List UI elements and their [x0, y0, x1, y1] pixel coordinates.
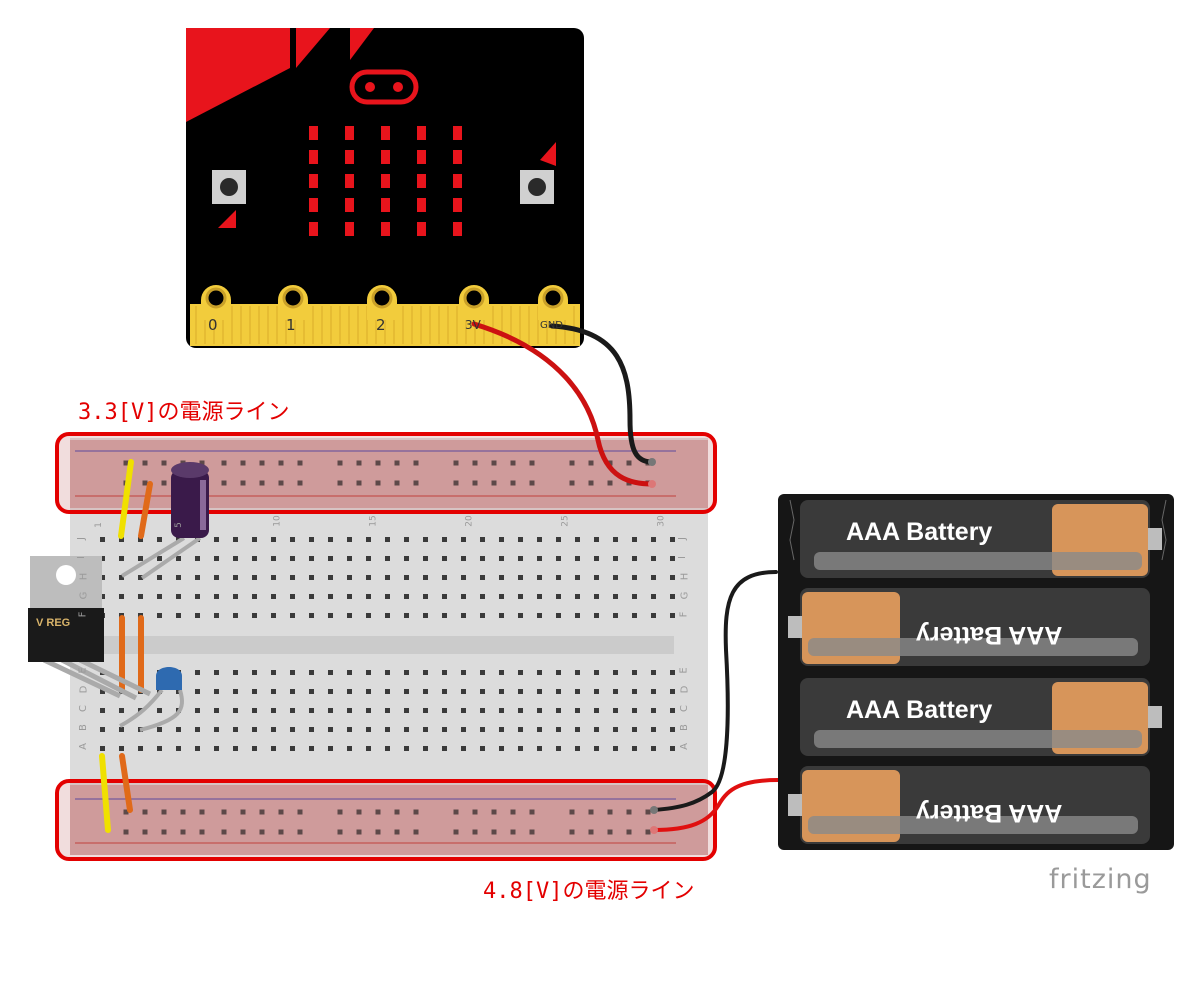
- pin-hole: [282, 287, 304, 309]
- led: [309, 174, 318, 188]
- wire-battery-positive: [652, 778, 780, 832]
- led: [381, 126, 390, 140]
- row-letter-g-left: G: [78, 591, 90, 600]
- led: [309, 126, 318, 140]
- regulator-label: V REG: [36, 617, 71, 629]
- battery-cell: [788, 766, 1150, 844]
- led: [417, 222, 426, 236]
- led: [309, 150, 318, 164]
- jumper-orange-bottom: [119, 753, 133, 813]
- center-channel: [90, 636, 674, 654]
- led: [453, 174, 462, 188]
- led: [381, 198, 390, 212]
- row-letter-a-right: A: [678, 743, 690, 750]
- row-letter-g-right: G: [679, 591, 691, 600]
- led: [417, 126, 426, 140]
- jumper-yellow-top: [118, 459, 134, 539]
- column-number-20: 20: [464, 515, 475, 527]
- led-matrix: [309, 126, 462, 236]
- pin-label-0: 0: [208, 316, 218, 334]
- led: [345, 198, 354, 212]
- led: [381, 150, 390, 164]
- row-letter-a-left: A: [77, 743, 89, 750]
- led: [417, 150, 426, 164]
- led: [345, 126, 354, 140]
- row-letter-c-left: C: [77, 705, 89, 712]
- pin-hole: [371, 287, 393, 309]
- column-number-5: 5: [173, 522, 184, 528]
- led: [309, 222, 318, 236]
- ceramic-capacitor: [119, 667, 184, 732]
- highlight-3v3-rail: [55, 432, 717, 514]
- row-letter-j-right: J: [676, 537, 688, 540]
- wire-gnd-to-rail: [549, 323, 655, 465]
- column-number-15: 15: [368, 515, 379, 527]
- battery-cell-label-4: AAA Battery: [916, 799, 1063, 827]
- row-letter-j-left: J: [75, 537, 87, 540]
- row-letter-f-right: F: [678, 611, 690, 618]
- column-number-25: 25: [560, 515, 571, 527]
- wire-3v-to-rail: [471, 321, 655, 487]
- pin-pads: [201, 285, 568, 320]
- voltage-regulator: [28, 556, 152, 701]
- row-letter-b-right: B: [678, 724, 690, 731]
- battery-cell-label-3: AAA Battery: [846, 696, 993, 724]
- led: [453, 198, 462, 212]
- pin-label-2: 2: [376, 316, 386, 334]
- led: [345, 174, 354, 188]
- led: [417, 174, 426, 188]
- highlight-4v8-rail: [55, 779, 717, 861]
- led: [381, 174, 390, 188]
- row-letter-d-left: D: [78, 685, 90, 694]
- battery-cell: [800, 500, 1162, 578]
- wire-battery-negative: [652, 570, 778, 812]
- terminal-holes-top: [100, 532, 676, 628]
- led: [309, 198, 318, 212]
- battery-holder: [778, 494, 1174, 850]
- pin-hole: [205, 287, 227, 309]
- microbit-logo: [349, 69, 419, 105]
- battery-cell-label-1: AAA Battery: [846, 518, 993, 546]
- pin-label-gnd: GND: [540, 320, 563, 331]
- pin-label-1: 1: [286, 316, 296, 334]
- microbit-board: [186, 28, 584, 348]
- row-letter-h-left: H: [78, 572, 90, 581]
- row-letter-f-left: F: [77, 611, 89, 618]
- led: [345, 222, 354, 236]
- row-letter-e-right: E: [678, 667, 690, 674]
- row-letter-i-left: I: [75, 556, 87, 559]
- led: [453, 222, 462, 236]
- led: [453, 150, 462, 164]
- led: [345, 150, 354, 164]
- fritzing-watermark: fritzing: [1049, 864, 1152, 895]
- battery-cell-label-2: AAA Battery: [916, 621, 1063, 649]
- row-letter-c-right: C: [678, 705, 690, 712]
- row-letter-d-right: D: [679, 685, 691, 694]
- led: [417, 198, 426, 212]
- jumper-yellow-bottom: [99, 753, 111, 833]
- column-number-30: 30: [656, 515, 667, 527]
- pin-hole: [463, 287, 485, 309]
- jumper-orange-top: [138, 481, 153, 539]
- led: [381, 222, 390, 236]
- annotation-4v8-line: 4.8[V]の電源ライン: [483, 879, 695, 904]
- pin-hole: [542, 287, 564, 309]
- column-number-10: 10: [272, 515, 283, 527]
- row-letter-b-left: B: [77, 724, 89, 731]
- pin-label-3v: 3V: [465, 318, 481, 332]
- row-letter-e-left: E: [77, 667, 89, 674]
- led: [453, 126, 462, 140]
- row-letter-h-right: H: [679, 572, 691, 581]
- battery-cell: [788, 588, 1150, 666]
- column-number-1: 1: [93, 522, 104, 528]
- battery-cell: [800, 678, 1162, 756]
- row-letter-i-right: I: [676, 556, 688, 559]
- electrolytic-capacitor: [120, 462, 209, 580]
- terminal-holes-bottom: [100, 664, 676, 760]
- annotation-3v3-line: 3.3[V]の電源ライン: [78, 400, 290, 425]
